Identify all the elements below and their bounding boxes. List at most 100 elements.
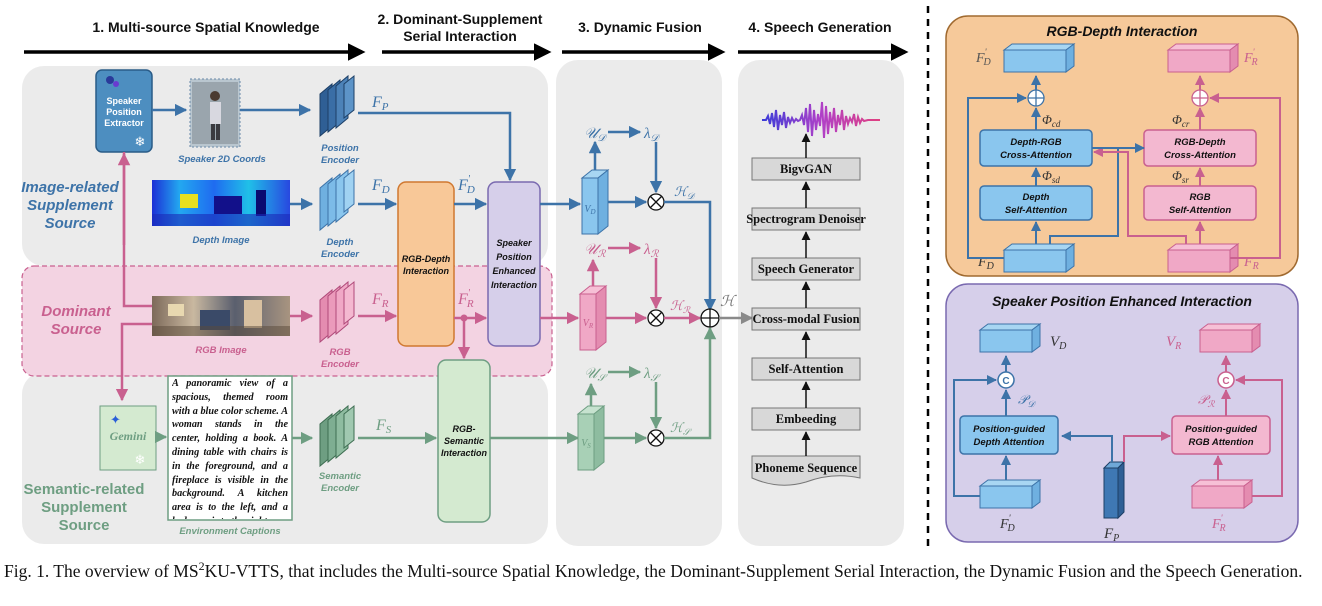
hs-label: ℋ𝒮 (670, 420, 693, 437)
phi-cr-label: Φcr (1172, 112, 1190, 129)
svg-text:Gemini: Gemini (110, 429, 147, 443)
environment-caption: A panoramic view of a spacious, themed r… (172, 378, 288, 519)
svg-text:RGB: RGB (1189, 192, 1210, 203)
stage-3-title: 3. Dynamic Fusion (578, 19, 702, 35)
svg-text:Position: Position (496, 252, 532, 262)
sparkle-icon: ✦ (110, 412, 121, 427)
fd-prime-skip-connection (953, 375, 997, 497)
sp-fd-prime-cuboid (978, 479, 1042, 509)
feature-fd: FD (371, 177, 390, 196)
rd-fd-cuboid (1002, 243, 1076, 273)
sp-fr-prime-label: F'R (1211, 513, 1226, 534)
gemini-model: ✦ Gemini ❄ (99, 405, 157, 471)
feature-fd-prime: F'D (457, 174, 475, 196)
rd-oplus-left (1027, 89, 1045, 107)
feature-fr: FR (371, 291, 389, 310)
rgb-encoder-label: RGB Encoder (321, 347, 360, 370)
phi-cd-label: Φcd (1042, 112, 1061, 129)
environment-caption-box (167, 375, 293, 521)
svg-text:Supplement: Supplement (41, 499, 127, 516)
hd-to-oplus-arrow (664, 200, 717, 312)
svg-text:VR: VR (583, 318, 594, 330)
speaker-position-extractor: Speaker Position Extractor ❄ (95, 69, 153, 153)
svg-text:Self-Attention: Self-Attention (769, 362, 844, 376)
depth-image-label: Depth Image (192, 235, 250, 246)
svg-text:RGB-Depth: RGB-Depth (402, 254, 451, 264)
svg-text:Speaker: Speaker (106, 96, 142, 106)
figure-caption: Fig. 1. The overview of MS2KU-VTTS, that… (4, 559, 1303, 581)
semantic-source-label: Semantic-related Supplement Source (24, 481, 145, 534)
fp-to-depth-attn-arrow (1061, 431, 1113, 462)
sp-fr-prime-cuboid (1190, 479, 1254, 509)
svg-text:Embeeding: Embeeding (776, 412, 837, 426)
position-encoder-label: Position Encoder (321, 143, 360, 166)
rgb-image (152, 296, 290, 336)
rd-fd-prime-cuboid (1002, 43, 1076, 73)
svg-text:Speech Generator: Speech Generator (758, 262, 855, 276)
us-label: 𝒰𝒮 (584, 366, 609, 384)
svg-text:Spectrogram Denoiser: Spectrogram Denoiser (746, 212, 866, 226)
rd-fr-label: FR (1243, 255, 1259, 272)
speaker-position-enhanced-block (487, 181, 541, 347)
svg-text:VS: VS (581, 438, 591, 450)
svg-text:Extractor: Extractor (104, 118, 144, 128)
sp-vr-label: VR (1166, 334, 1181, 352)
feature-fs: FS (375, 417, 392, 436)
position-encoder (319, 74, 355, 138)
ud-label: 𝒰𝒟 (584, 126, 608, 144)
svg-text:Encoder: Encoder (321, 483, 360, 494)
dominant-source-label: Dominant Source (41, 303, 111, 338)
svg-text:Phoneme Sequence: Phoneme Sequence (755, 461, 858, 475)
stage-headers: 1. Multi-source Spatial Knowledge 2. Dom… (24, 11, 909, 61)
rd-fr-prime-cuboid (1166, 43, 1240, 73)
position-guided-rgb-attention (1171, 415, 1271, 455)
semantic-encoder (319, 404, 355, 468)
snowflake-icon: ❄ (135, 452, 146, 467)
svg-text:Cross-Attention: Cross-Attention (1164, 150, 1236, 161)
svg-text:Position-guided: Position-guided (1185, 424, 1257, 435)
environment-caption-label: Environment Captions (179, 526, 280, 537)
vs-cuboid: VS (576, 404, 606, 472)
svg-text:Self-Attention: Self-Attention (1169, 205, 1231, 216)
svg-text:Position: Position (321, 143, 359, 154)
svg-text:Encoder: Encoder (321, 359, 360, 370)
sp-vd-label: VD (1050, 334, 1067, 352)
svg-text:Cross-modal Fusion: Cross-modal Fusion (752, 312, 859, 326)
sp-vd-cuboid (978, 323, 1042, 353)
svg-text:RGB-: RGB- (453, 424, 476, 434)
svg-text:C: C (1222, 376, 1229, 387)
svg-text:Interaction: Interaction (403, 266, 450, 276)
svg-text:Interaction: Interaction (491, 280, 538, 290)
svg-text:Source: Source (45, 215, 96, 232)
svg-text:Source: Source (59, 517, 110, 534)
svg-text:C: C (1002, 376, 1009, 387)
svg-text:Depth Attention: Depth Attention (974, 437, 1045, 448)
lambda-s-label: λ𝒮 (643, 366, 662, 384)
fp-to-rgb-attn-arrow (1123, 431, 1171, 462)
svg-text:Semantic-related: Semantic-related (24, 481, 145, 498)
svg-text:Speaker: Speaker (496, 238, 532, 248)
svg-text:Semantic: Semantic (444, 436, 484, 446)
svg-text:RGB: RGB (329, 347, 350, 358)
extractor-logo-icon (106, 76, 114, 84)
svg-text:Position-guided: Position-guided (973, 424, 1045, 435)
svg-text:Depth-RGB: Depth-RGB (1010, 137, 1061, 148)
oplus-fusion (700, 308, 720, 328)
ur-label: 𝒰ℛ (584, 242, 607, 260)
position-guided-depth-attention (959, 415, 1059, 455)
fr-skip-connection (1209, 93, 1281, 259)
fd-to-rgb-cross-arrow (1049, 143, 1145, 244)
rgb-depth-interaction-block (397, 181, 455, 347)
rd-fr-cuboid (1166, 243, 1240, 273)
svg-text:Encoder: Encoder (321, 249, 360, 260)
hd-label: ℋ𝒟 (674, 184, 696, 201)
rgb-image-label: RGB Image (195, 345, 247, 356)
rgb-to-gemini-arrow (115, 322, 152, 402)
svg-text:BigvGAN: BigvGAN (780, 162, 832, 176)
rd-fd-prime-label: F'D (975, 47, 992, 68)
concat-right: C (1217, 371, 1235, 389)
sp-vr-cuboid (1198, 323, 1262, 353)
fr-to-depth-cross-arrow (1093, 147, 1187, 244)
hr-label: ℋℛ (670, 298, 691, 315)
